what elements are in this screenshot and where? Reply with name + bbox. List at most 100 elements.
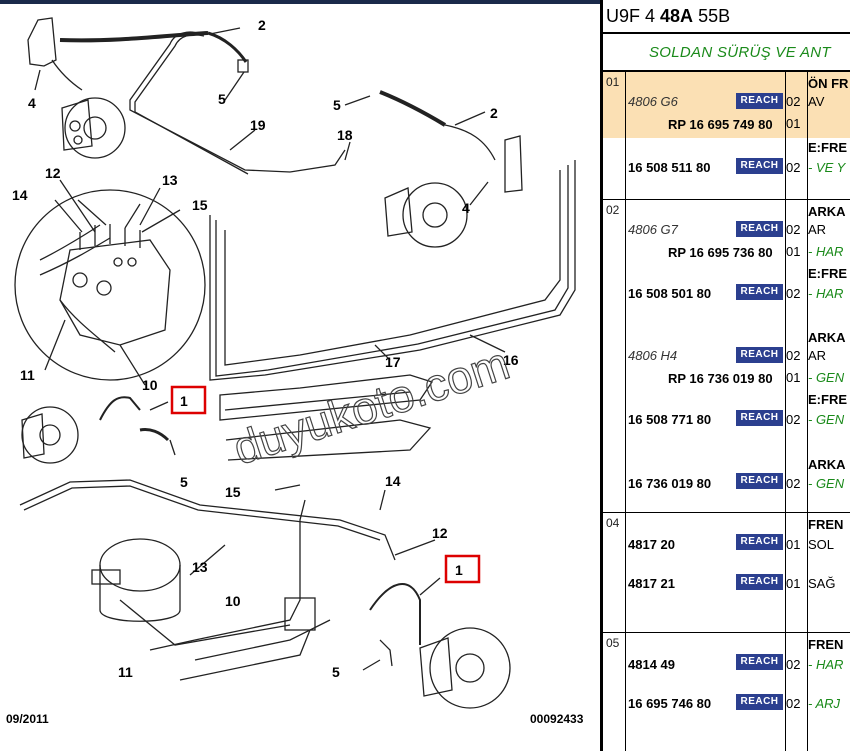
brake-booster-illustration (91, 538, 291, 646)
rear-right-caliper-illustration (369, 583, 511, 709)
part-description: AR (808, 348, 827, 363)
part-description: AR (808, 222, 827, 237)
part-ref[interactable]: 16 736 019 80 (628, 476, 712, 491)
callout-box-1-left (170, 385, 207, 415)
part-qty: 02 (786, 222, 801, 237)
reach-badge[interactable]: REACH (736, 347, 783, 363)
diagram-ref-number: 00092433 (530, 712, 584, 726)
callout-4-right: 4 (462, 200, 470, 216)
reach-badge[interactable]: REACH (736, 534, 783, 550)
part-ref[interactable]: 4806 H4 (628, 348, 678, 363)
callout-17: 17 (385, 354, 401, 370)
part-description: ARKA (808, 457, 846, 472)
part-description: - HAR (808, 286, 844, 301)
part-qty: 01 (786, 370, 801, 385)
callout-19: 19 (250, 117, 266, 133)
part-qty: 02 (786, 94, 801, 109)
front-right-caliper-illustration (379, 90, 523, 248)
part-description: - VE Y (808, 160, 846, 175)
callout-14-abs: 14 (12, 187, 28, 203)
part-qty: 02 (786, 476, 801, 491)
part-description: FREN (808, 517, 844, 532)
part-description: E:FRE (808, 266, 847, 281)
part-ref[interactable]: 16 508 511 80 (628, 160, 711, 175)
callout-15-abs: 15 (192, 197, 208, 213)
callout-12-bottom: 12 (432, 525, 448, 541)
reach-badge[interactable]: REACH (736, 654, 783, 670)
part-qty: 02 (786, 348, 801, 363)
part-ref[interactable]: 16 695 746 80 (628, 696, 712, 711)
code-bold: 48A (660, 6, 694, 26)
callout-labels: 1 1 2 2 4 4 5 5 5 5 10 10 11 11 12 12 13… (12, 17, 519, 680)
part-qty: 02 (786, 657, 801, 672)
part-description: ARKA (808, 330, 846, 345)
abs-detail-circle (14, 189, 206, 381)
parts-list-panel: U9F 4 48A 55B SOLDAN SÜRÜŞ VE ANT 01 ÖN … (603, 0, 850, 751)
callout-11-abs: 11 (20, 367, 35, 383)
part-ref[interactable]: RP 16 695 736 80 (668, 245, 773, 260)
highlight-band (603, 72, 850, 138)
callout-10-abs: 10 (142, 377, 158, 393)
callout-13-abs: 13 (162, 172, 178, 188)
callout-5-right: 5 (333, 97, 341, 113)
part-description: - GEN (808, 476, 845, 491)
diagram-code: U9F 4 48A 55B (603, 6, 850, 34)
reach-badge[interactable]: REACH (736, 473, 783, 489)
part-ref[interactable]: RP 16 695 749 80 (668, 117, 773, 132)
part-description: ARKA (808, 204, 846, 219)
callout-4-left: 4 (28, 95, 36, 111)
parts-group-05: 05 FREN 4814 49 REACH 02 - HAR 16 695 74… (603, 633, 850, 751)
callout-14-bottom: 14 (385, 473, 401, 489)
reach-badge[interactable]: REACH (736, 93, 783, 109)
callout-16: 16 (503, 352, 519, 368)
part-description: SOL (808, 537, 835, 552)
part-ref[interactable]: 16 508 771 80 (628, 412, 712, 427)
brake-diagram-panel: 1 1 2 2 4 4 5 5 5 5 10 10 11 11 12 12 13… (0, 0, 600, 726)
reach-badge[interactable]: REACH (736, 574, 783, 590)
reach-badge[interactable]: REACH (736, 694, 783, 710)
reach-badge[interactable]: REACH (736, 158, 783, 174)
group-number: 01 (606, 75, 620, 89)
front-left-caliper-illustration (27, 17, 126, 159)
part-ref[interactable]: RP 16 736 019 80 (668, 371, 773, 386)
abs-unit-illustration (39, 224, 171, 353)
callout-15-bottom: 15 (225, 484, 241, 500)
part-description: AV (808, 94, 825, 109)
part-ref[interactable]: 16 508 501 80 (628, 286, 712, 301)
part-description: E:FRE (808, 140, 847, 155)
callout-2-right: 2 (490, 105, 498, 121)
code-prefix: U9F 4 (606, 6, 661, 26)
part-description: FREN (808, 637, 844, 652)
reach-badge[interactable]: REACH (736, 410, 783, 426)
callout-18: 18 (337, 127, 353, 143)
callout-5-left: 5 (180, 474, 188, 490)
part-ref[interactable]: 4814 49 (628, 657, 675, 672)
group-number: 04 (606, 516, 620, 530)
code-suffix: 55B (693, 6, 731, 26)
callout-13-bottom: 13 (192, 559, 208, 575)
reach-badge[interactable]: REACH (736, 221, 783, 237)
part-description: - GEN (808, 370, 845, 385)
part-qty: 02 (786, 696, 801, 711)
part-qty: 02 (786, 286, 801, 301)
part-ref[interactable]: 4806 G7 (628, 222, 678, 237)
parts-group-01: 01 ÖN FR 4806 G6 REACH 02 AV RP 16 695 7… (603, 72, 850, 200)
part-qty: 01 (786, 116, 801, 131)
part-ref[interactable]: 4817 21 (628, 576, 675, 591)
part-qty: 01 (786, 576, 801, 591)
reach-badge[interactable]: REACH (736, 284, 783, 300)
part-qty: 01 (786, 244, 801, 259)
group-number: 05 (606, 636, 620, 650)
parts-group-02: 02 ARKA 4806 G7 REACH 02 AR RP 16 695 73… (603, 200, 850, 513)
part-ref[interactable]: 4817 20 (628, 537, 675, 552)
callout-10-bottom: 10 (225, 593, 241, 609)
callout-5-top: 5 (218, 91, 226, 107)
part-description: - HAR (808, 657, 844, 672)
part-description: - HAR (808, 244, 844, 259)
part-qty: 02 (786, 412, 801, 427)
table-top-border (603, 70, 850, 72)
part-description: E:FRE (808, 392, 847, 407)
callout-1-right: 1 (455, 562, 463, 578)
part-ref[interactable]: 4806 G6 (628, 94, 678, 109)
part-qty: 01 (786, 537, 801, 552)
